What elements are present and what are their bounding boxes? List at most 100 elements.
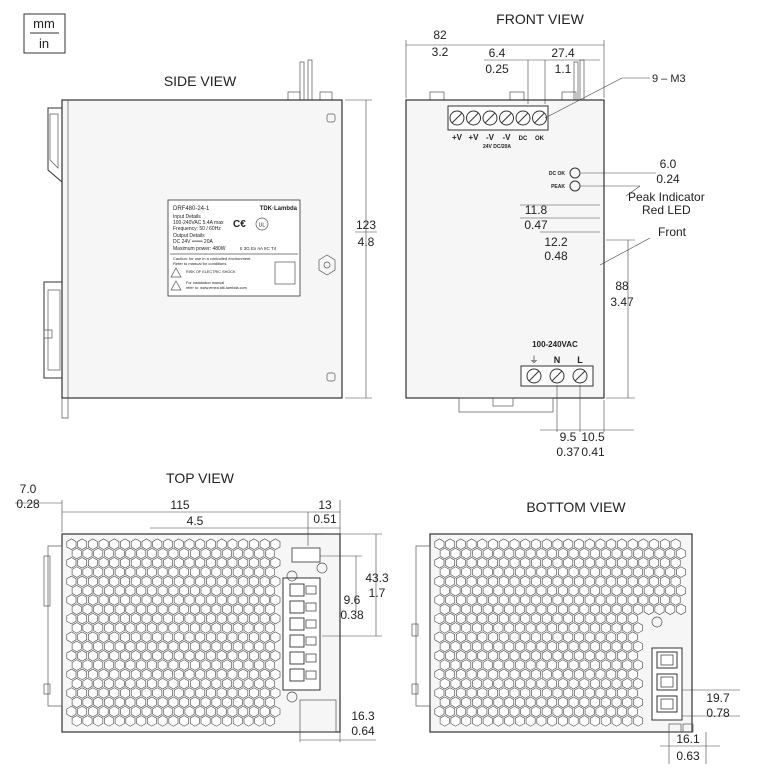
vent-hole: [461, 659, 472, 671]
vent-hole: [541, 575, 552, 588]
vent-hole: [563, 538, 574, 550]
vent-hole: [574, 594, 584, 606]
vent-hole: [114, 547, 125, 560]
vent-hole: [254, 603, 265, 615]
vent-hole: [216, 594, 227, 606]
callout-front: Front: [658, 225, 687, 239]
dim-top-width-in: 4.5: [187, 514, 204, 528]
vent-hole: [568, 696, 579, 708]
vent-hole: [477, 575, 488, 588]
vent-hole: [509, 631, 520, 643]
vent-hole: [265, 715, 275, 727]
vent-hole: [504, 678, 515, 690]
vent-hole: [509, 650, 520, 662]
vent-hole: [600, 566, 611, 578]
vent-hole: [563, 687, 574, 699]
vent-hole: [595, 687, 606, 699]
vent-hole: [504, 715, 515, 727]
vent-hole: [206, 612, 216, 625]
vent-hole: [173, 594, 184, 606]
vent-hole: [77, 687, 87, 699]
vent-hole: [184, 594, 195, 606]
vent-hole: [649, 557, 660, 569]
vent-hole: [216, 575, 227, 588]
vent-hole: [157, 678, 168, 690]
vent-hole: [520, 631, 531, 643]
vent-hole: [270, 650, 281, 662]
vent-hole: [141, 668, 152, 681]
vent-hole: [190, 585, 200, 597]
vent-hole: [200, 603, 211, 615]
vent-hole: [509, 557, 520, 569]
vent-hole: [232, 696, 243, 708]
vent-hole: [439, 715, 450, 727]
vent-hole: [200, 715, 211, 727]
vent-hole: [563, 594, 574, 606]
vent-hole: [82, 547, 93, 560]
vent-hole: [152, 687, 163, 699]
vent-hole: [238, 594, 249, 606]
callout-peak-2: Red LED: [642, 203, 691, 217]
vent-hole: [77, 612, 87, 625]
vent-hole: [120, 538, 130, 550]
vent-hole: [168, 678, 179, 690]
vent-hole: [600, 659, 611, 671]
vent-hole: [552, 612, 563, 625]
vent-hole: [66, 594, 77, 606]
vent-hole: [265, 640, 275, 653]
vent-hole: [222, 566, 232, 578]
vent-hole: [557, 678, 568, 690]
dim-top-c-in: 1.7: [369, 586, 386, 600]
vent-hole: [152, 631, 163, 643]
vent-hole: [466, 575, 477, 588]
vent-hole: [104, 640, 114, 653]
vent-hole: [206, 687, 216, 699]
vent-hole: [616, 687, 627, 699]
vent-hole: [477, 631, 488, 643]
vent-hole: [643, 566, 654, 578]
vent-hole: [509, 538, 520, 550]
dim-front-width-in: 3.2: [432, 45, 449, 59]
vent-hole: [136, 659, 147, 671]
vent-hole: [249, 612, 259, 625]
dim-side-height-in: 4.8: [358, 235, 375, 249]
vent-hole: [557, 659, 568, 671]
vent-hole: [147, 622, 157, 634]
vent-hole: [168, 640, 179, 653]
vent-hole: [125, 622, 136, 634]
vent-hole: [163, 687, 173, 699]
vent-hole: [157, 566, 168, 578]
vent-hole: [611, 696, 622, 708]
vent-hole: [574, 612, 584, 625]
vent-hole: [439, 603, 450, 615]
vent-hole: [525, 659, 536, 671]
vent-hole: [82, 566, 93, 578]
vent-hole: [547, 622, 558, 634]
vent-hole: [536, 659, 547, 671]
vent-hole: [595, 557, 606, 569]
vent-hole: [622, 696, 633, 708]
vent-hole: [633, 603, 643, 615]
vent-hole: [552, 575, 563, 588]
vent-hole: [536, 715, 547, 727]
vent-hole: [600, 715, 611, 727]
vent-hole: [249, 650, 259, 662]
callout-peak-1: Peak Indicator: [628, 190, 705, 204]
vent-hole: [676, 547, 686, 560]
vent-hole: [466, 631, 477, 643]
vent-hole: [547, 640, 558, 653]
vent-hole: [504, 603, 515, 615]
units-box: mm in: [23, 13, 66, 54]
vent-hole: [259, 575, 270, 588]
vent-hole: [547, 659, 558, 671]
vent-hole: [568, 622, 579, 634]
dim-front-a-in: 0.25: [485, 62, 509, 76]
vent-hole: [461, 585, 472, 597]
vent-hole: [434, 557, 445, 569]
vent-hole: [136, 585, 147, 597]
vent-hole: [98, 650, 109, 662]
vent-hole: [439, 547, 450, 560]
vent-hole: [184, 668, 195, 681]
vent-hole: [520, 650, 531, 662]
vent-hole: [168, 622, 179, 634]
